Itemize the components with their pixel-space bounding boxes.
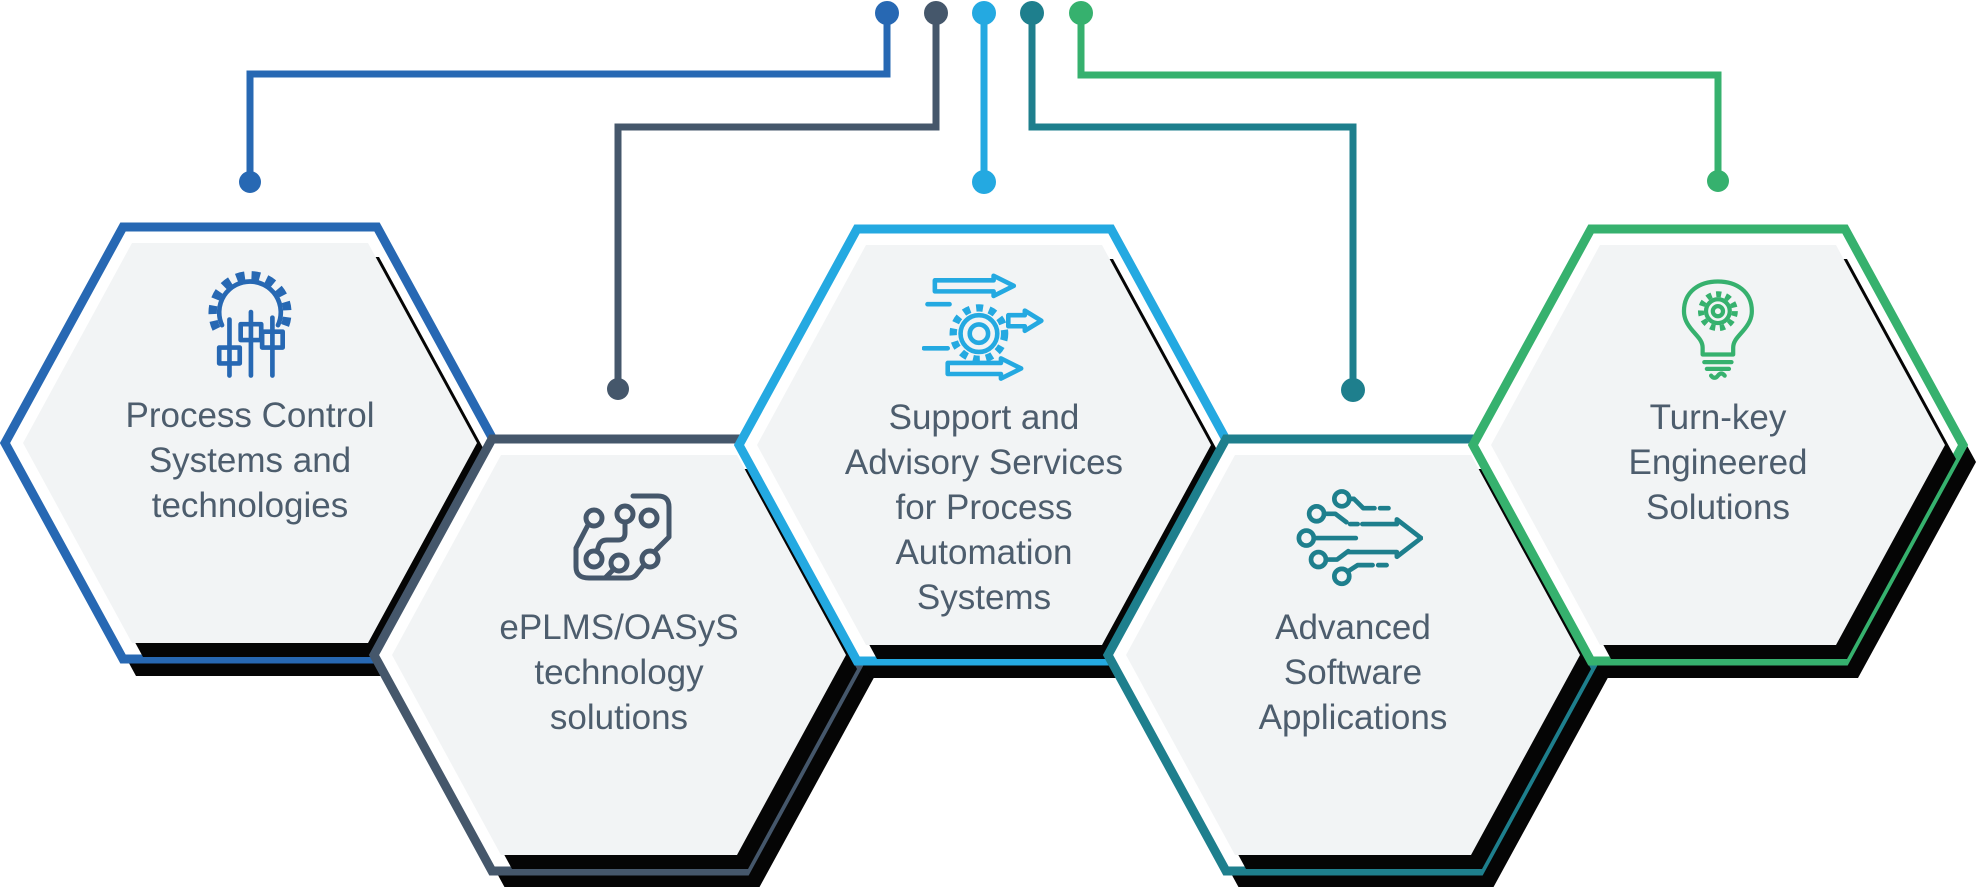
sliders-gear-icon (208, 271, 292, 378)
connector-line (1028, 13, 1357, 390)
circuit-board-icon (573, 493, 672, 581)
connector-end-dot (1707, 170, 1729, 192)
connector-start-dot (1020, 1, 1044, 25)
hexagon-shape (1102, 434, 1611, 887)
connector-line (614, 13, 940, 389)
connector-process-control (239, 1, 899, 193)
hexagon-content: ePLMS/OASyS technology solutions (374, 439, 864, 871)
hexagon-label: ePLMS/OASyS technology solutions (499, 608, 739, 737)
hexagon-process-control: Process Control Systems and technologies (0, 222, 508, 676)
connector-eplms-oasys (607, 1, 948, 400)
connector-start-dot (924, 1, 948, 25)
hexagon-advanced-software: Advanced Software Applications (1102, 434, 1611, 887)
connector-end-dot (607, 378, 629, 400)
hexagon-shape (1467, 224, 1976, 678)
connector-end-dot (1341, 378, 1365, 402)
hexagon-content: Process Control Systems and technologies (5, 227, 495, 659)
hexagon-eplms-oasys: ePLMS/OASyS technology solutions (368, 434, 877, 887)
circuit-arrow-icon (1296, 489, 1423, 587)
connector-start-dot (1069, 1, 1093, 25)
hexagon-fill (23, 243, 477, 643)
connector-turnkey-engineered (1069, 1, 1729, 192)
hexagon-label: Support and Advisory Services for Proces… (844, 398, 1124, 617)
hexagon-fill (1491, 245, 1945, 645)
connector-line (246, 13, 891, 182)
hexagon-label: Advanced Software Applications (1258, 608, 1448, 737)
hexagon-content: Turn-key Engineered Solutions (1473, 229, 1963, 661)
hexagon-content: Support and Advisory Services for Proces… (739, 229, 1229, 661)
hexagon-turnkey-engineered: Turn-key Engineered Solutions (1467, 224, 1976, 678)
gear-arrows-icon (922, 273, 1045, 381)
connector-end-dot (239, 171, 261, 193)
hexagon-label: Turn-key Engineered Solutions (1628, 398, 1808, 527)
hexagon-shape (733, 224, 1242, 678)
connector-end-dot (972, 170, 996, 194)
connector-start-dot (972, 1, 996, 25)
hexagon-content: Advanced Software Applications (1108, 439, 1598, 871)
hexagon-fill (392, 455, 846, 855)
bulb-gear-icon (1681, 279, 1755, 380)
connector-line (1077, 13, 1722, 181)
hexagon-shape (368, 434, 877, 887)
hexagon-shape (0, 222, 508, 676)
hexagon-fill (757, 245, 1211, 645)
connector-start-dot (875, 1, 899, 25)
hexagon-fill (1126, 455, 1580, 855)
connector-advanced-software (1020, 1, 1365, 402)
hexagon-label: Process Control Systems and technologies (125, 396, 375, 525)
connector-support-advisory (972, 1, 996, 194)
hexagon-support-advisory: Support and Advisory Services for Proces… (733, 224, 1242, 678)
